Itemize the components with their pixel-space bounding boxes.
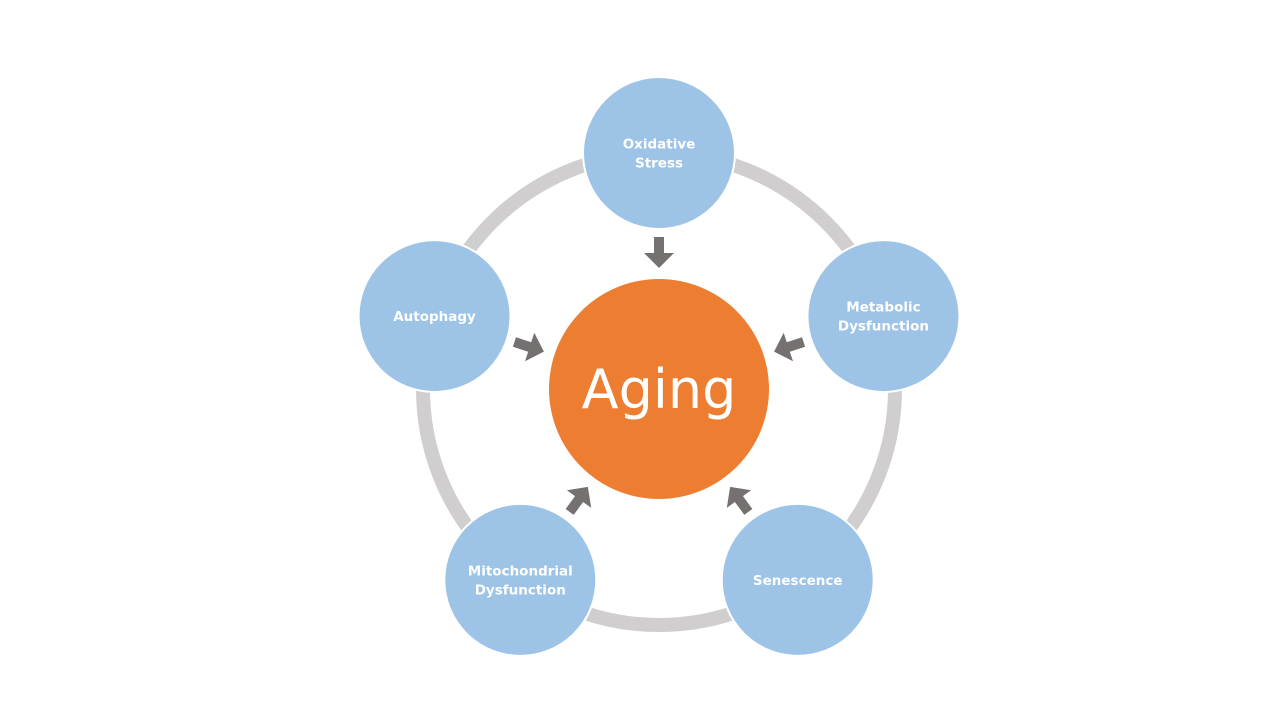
arrow-icon <box>774 332 806 362</box>
node-label: Senescence <box>753 573 843 589</box>
node-circle[interactable] <box>582 76 736 230</box>
center-circle-aging[interactable] <box>549 279 769 499</box>
node-label: Stress <box>635 156 683 172</box>
node-label: Metabolic <box>846 300 920 316</box>
node-senescence[interactable]: Senescence <box>720 502 875 657</box>
node-label: Dysfunction <box>838 319 929 335</box>
arrow-icon <box>565 486 592 515</box>
center-label: Aging <box>582 358 737 421</box>
node-circle[interactable] <box>720 502 875 657</box>
node-label: Dysfunction <box>475 582 566 598</box>
arrow-icon <box>512 332 544 362</box>
node-circle[interactable] <box>443 502 598 657</box>
node-label: Oxidative <box>623 137 696 153</box>
arrow-icon <box>644 237 674 268</box>
node-circle[interactable] <box>357 239 512 394</box>
node-circle[interactable] <box>806 239 961 394</box>
node-label: Mitochondrial <box>468 563 573 579</box>
arrow-icon <box>726 486 753 515</box>
node-label: Autophagy <box>393 309 476 325</box>
node-autophagy[interactable]: Autophagy <box>357 239 512 394</box>
